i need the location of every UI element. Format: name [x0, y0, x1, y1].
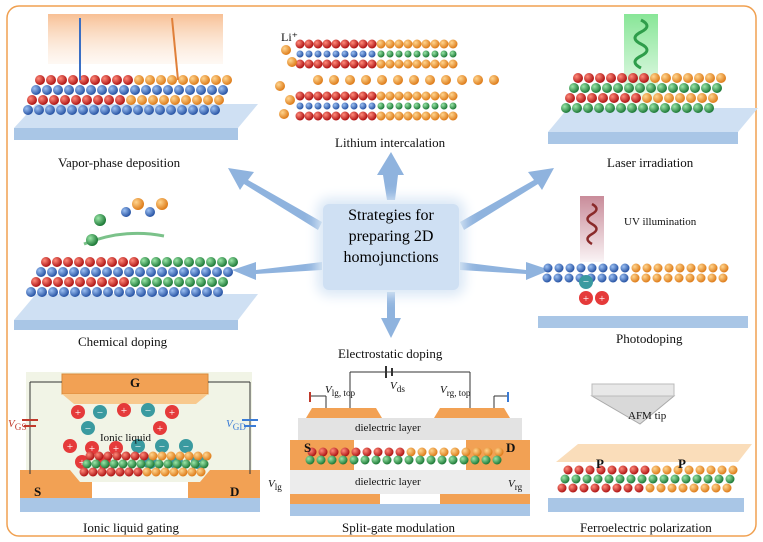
svg-text:−: −: [85, 423, 91, 435]
panel-laser: [548, 14, 758, 144]
panel-vapor: [14, 14, 258, 140]
svg-text:+: +: [599, 293, 605, 305]
label-vapor-phase-deposition: Vapor-phase deposition: [58, 155, 181, 170]
arrow-lithium: [377, 152, 404, 200]
label-laser-irradiation: Laser irradiation: [607, 155, 694, 170]
svg-text:+: +: [113, 443, 119, 455]
uv-illumination-label: UV illumination: [624, 216, 697, 228]
panel-lithium: [275, 39, 499, 121]
label-electrostatic-doping: Electrostatic doping: [338, 346, 443, 361]
label-split-gate-modulation: Split-gate modulation: [342, 520, 456, 535]
split-drain-label: D: [506, 440, 516, 455]
svg-text:+: +: [583, 293, 589, 305]
afm-tip-label: AFM tip: [628, 410, 667, 422]
vrg-label: Vrg: [508, 478, 523, 493]
label-ionic-liquid-gating: Ionic liquid gating: [83, 520, 180, 535]
svg-text:+: +: [67, 441, 73, 453]
panel-splitgate: [290, 366, 530, 516]
polarization-left-label: P: [596, 456, 604, 471]
central-topic-box: Strategies for preparing 2D homojunction…: [323, 204, 459, 290]
arrow-vapor: [228, 168, 322, 230]
panel-photodoping: + + −: [538, 196, 748, 328]
arrows: [228, 152, 554, 338]
panel-ferro: [548, 383, 752, 512]
label-photodoping: Photodoping: [616, 331, 683, 346]
svg-text:+: +: [89, 443, 95, 455]
svg-text:+: +: [157, 423, 163, 435]
arrow-chemical: [232, 262, 322, 280]
arrow-laser: [460, 168, 554, 230]
vgs-label: VGS: [8, 418, 27, 433]
outer-frame: [6, 5, 757, 537]
center-line-2: preparing 2D: [348, 228, 434, 245]
split-source-label: S: [304, 440, 312, 455]
bottom-dielectric-label: dielectric layer: [355, 476, 421, 488]
gate-electrode-label: G: [130, 375, 141, 390]
svg-text:−: −: [583, 276, 589, 288]
svg-text:−: −: [145, 405, 151, 417]
source-electrode-label: S: [34, 484, 42, 499]
vds-label: Vds: [390, 380, 405, 395]
center-line-3: homojunctions: [343, 249, 439, 266]
vgd-label: VGD: [226, 418, 246, 433]
center-line-1: Strategies for: [348, 207, 434, 224]
svg-text:−: −: [97, 407, 103, 419]
label-ferroelectric-polarization: Ferroelectric polarization: [580, 520, 712, 535]
arrow-electrostatic: [381, 292, 401, 338]
arrow-photodoping: [460, 262, 550, 280]
polarization-right-label: P: [678, 456, 686, 471]
svg-text:+: +: [121, 405, 127, 417]
vlg-label: Vlg: [268, 478, 282, 493]
svg-text:+: +: [79, 457, 85, 469]
ionic-liquid-label: Ionic liquid: [100, 432, 152, 444]
label-chemical-doping: Chemical doping: [78, 334, 168, 349]
svg-text:−: −: [159, 441, 165, 453]
svg-text:+: +: [169, 407, 175, 419]
svg-text:−: −: [135, 441, 141, 453]
drain-electrode-label: D: [230, 484, 240, 499]
panel-chemical: [14, 198, 258, 330]
top-dielectric-label: dielectric layer: [355, 422, 421, 434]
panel-ionic: +−+−+−++++−−−++−−−: [20, 372, 260, 512]
vrg-top-label: Vrg, top: [440, 384, 471, 399]
svg-text:+: +: [75, 407, 81, 419]
label-lithium-intercalation: Lithium intercalation: [335, 135, 446, 150]
li-ion-label: Li⁺: [281, 30, 298, 44]
vlg-top-label: Vlg, top: [325, 384, 356, 399]
svg-text:−: −: [183, 441, 189, 453]
